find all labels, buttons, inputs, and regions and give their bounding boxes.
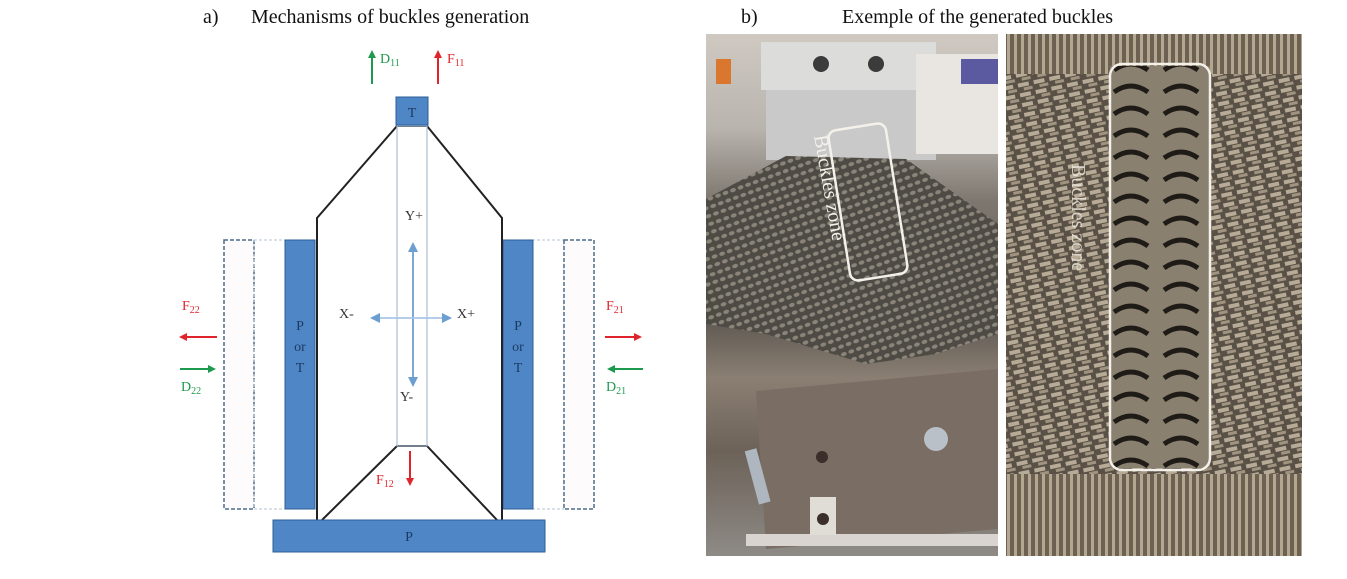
f12-label: F12 [376, 473, 394, 490]
left-block-label-line3: T [296, 361, 305, 376]
aluminium-plate [756, 369, 998, 549]
right-side-block [502, 239, 534, 510]
buckles-zone-box-right [1108, 62, 1212, 472]
left-block-label-line1: P [296, 319, 304, 334]
panel-a-title: Mechanisms of buckles generation [251, 6, 530, 28]
right-dashed-inner-frame [531, 239, 565, 510]
top-block-label: T [408, 106, 417, 121]
clamp-bolt [744, 448, 771, 505]
left-dashed-outer-frame [223, 239, 255, 510]
right-block-label-line2: or [512, 340, 524, 355]
screw [816, 451, 828, 463]
blue-item [961, 59, 998, 84]
panel-b-title: Exemple of the generated buckles [842, 6, 1113, 28]
axis-x-plus-label: X+ [457, 307, 475, 322]
slot-screw [817, 513, 829, 525]
bolt-hole [868, 56, 884, 72]
d21-label: D21 [606, 380, 626, 397]
f21-label: F21 [606, 299, 624, 316]
carbon-fabric [706, 156, 998, 364]
fabric-bottom-warp [1006, 474, 1302, 556]
axis-x-minus-label: X- [339, 307, 354, 322]
f22-label: F22 [182, 299, 200, 316]
buckles-zone-label-right: Buckles zone [1067, 164, 1089, 271]
right-dashed-outer-frame [563, 239, 595, 510]
photo-buckles-closeup: Buckles zone [1006, 34, 1302, 556]
bottom-plate [272, 519, 546, 553]
plate-edge [746, 534, 998, 546]
bottom-plate-label: P [405, 530, 413, 545]
clamp-block [761, 42, 936, 90]
axis-y-plus-label: Y+ [405, 209, 423, 224]
left-side-block [284, 239, 316, 510]
axis-y-minus-label: Y- [400, 390, 414, 405]
d22-label: D22 [181, 380, 201, 397]
central-channel [396, 125, 428, 447]
d11-label: D11 [380, 52, 400, 69]
right-block-label-line3: T [514, 361, 523, 376]
left-block-label-line2: or [294, 340, 306, 355]
wing-nut [924, 427, 948, 451]
buckles-zone-box-left [827, 122, 909, 282]
right-block-label-line1: P [514, 319, 522, 334]
orange-connector [716, 59, 731, 84]
clamp-body [766, 90, 936, 160]
photo-experimental-setup: Buckles zone [706, 34, 998, 556]
top-block [395, 96, 429, 126]
buckles-pattern [1110, 66, 1210, 468]
f11-label: F11 [447, 52, 464, 69]
panel-a-letter: a) [203, 6, 219, 28]
left-dashed-inner-frame [253, 239, 287, 510]
bolt-hole [813, 56, 829, 72]
panel-b-letter: b) [741, 6, 758, 28]
